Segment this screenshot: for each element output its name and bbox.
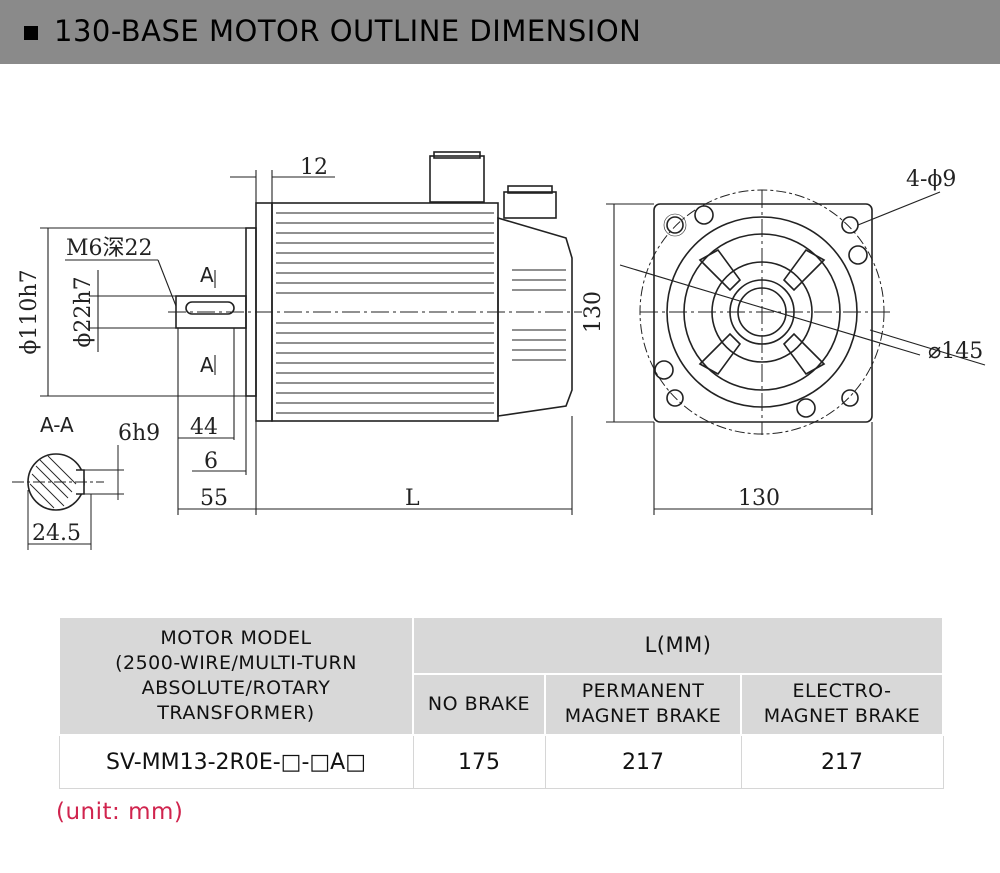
dim-key-offset: 6 — [204, 449, 218, 474]
dim-shaft-dia: ϕ22h7 — [71, 276, 96, 347]
bullet-square-icon — [24, 26, 38, 40]
dim-flange-thickness: 12 — [300, 155, 328, 180]
table-row: SV-MM13-2R0E-□-□A□ 175 217 217 — [58, 734, 944, 789]
unit-note: (unit: mm) — [56, 799, 184, 825]
dim-key-depth: 24.5 — [32, 521, 81, 546]
cell-electromagnet-brake: 217 — [740, 734, 944, 789]
dim-pcd: ⌀145 — [928, 339, 983, 364]
dim-key-width: 6h9 — [118, 421, 160, 446]
dim-flange-width: 130 — [738, 486, 780, 511]
header-electromagnet-brake: ELECTRO- MAGNET BRAKE — [739, 672, 945, 737]
cell-model: SV-MM13-2R0E-□-□A□ — [58, 734, 414, 789]
cell-no-brake: 175 — [412, 734, 546, 789]
section-mark-bottom: A — [200, 353, 214, 377]
dim-flange-height: 130 — [581, 291, 606, 333]
dim-bolt-holes: 4-ϕ9 — [906, 167, 956, 192]
header-l-mm: L(MM) — [411, 616, 945, 675]
side-dimensions — [40, 170, 573, 515]
header-no-brake: NO BRAKE — [412, 672, 546, 737]
section-title: A-A — [40, 413, 74, 437]
dim-body-length: L — [405, 486, 420, 511]
header-bar: 130-BASE MOTOR OUTLINE DIMENSION — [0, 0, 1000, 64]
dimension-table: MOTOR MODEL (2500-WIRE/MULTI-TURN ABSOLU… — [58, 616, 945, 789]
front-view — [639, 189, 890, 435]
dim-shaft-length: 55 — [200, 486, 228, 511]
cell-permanent-magnet-brake: 217 — [544, 734, 742, 789]
header-motor-model: MOTOR MODEL (2500-WIRE/MULTI-TURN ABSOLU… — [58, 616, 414, 736]
section-mark-top: A — [200, 263, 214, 287]
section-a-a — [12, 445, 124, 550]
cooling-fins — [276, 212, 494, 414]
header-permanent-magnet-brake: PERMANENT MAGNET BRAKE — [544, 672, 742, 737]
bolt-holes — [654, 205, 868, 418]
front-dimensions — [606, 191, 986, 515]
dim-key-length: 44 — [190, 415, 218, 440]
page-title: 130-BASE MOTOR OUTLINE DIMENSION — [54, 14, 642, 48]
dim-tapped-hole: M6深22 — [66, 236, 153, 261]
dim-housing-dia: ϕ110h7 — [17, 269, 42, 354]
side-view — [168, 151, 582, 422]
motor-outline-drawing: 12 M6深22 ϕ110h7 ϕ22h7 A A A-A 6h9 44 6 5… — [12, 151, 986, 550]
